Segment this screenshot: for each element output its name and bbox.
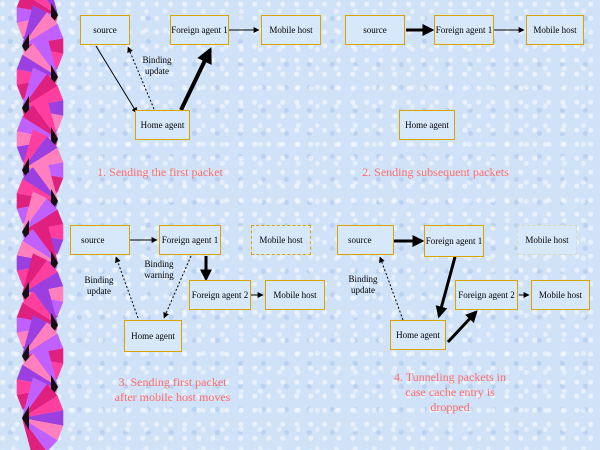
decorative-fan-border [16,0,64,450]
s1-home-agent-box: Home agent [135,110,190,140]
fan-blade [16,240,58,263]
s4-foreign-agent-1-box: Foreign agent 1 [424,225,484,257]
s3-foreign-agent-1-box: Foreign agent 1 [159,225,221,255]
fan-blade [22,410,64,426]
arrow-s1-home-to-fa1 [179,47,212,111]
s4-home-agent-box: Home agent [390,320,446,350]
fan-blade [16,54,58,77]
s1-foreign-agent-1-box: Foreign agent 1 [170,15,229,45]
s2-source-box: source [345,15,405,45]
s4-foreign-agent-2-box: Foreign agent 2 [455,280,518,310]
fan-blade [22,136,58,170]
s3-source-label: source [81,235,105,245]
fan-blade [22,353,58,387]
fan-blade [22,291,58,325]
s3-foreign-agent-2-box: Foreign agent 2 [189,280,251,310]
s1-caption: 1. Sending the first packet [97,165,223,179]
s3-mobile-host-old-box: Mobile host [251,225,311,255]
arrow-s1-binding-update [127,46,155,110]
s1-home-agent-label: Home agent [140,120,185,130]
s2-caption: 2. Sending subsequent packets [362,165,509,179]
s3-mobile-host-label: Mobile host [273,290,317,300]
s3-source-box: source [70,225,130,255]
s3-mobile-host-box: Mobile host [265,280,325,310]
s4-binding-update-label: Binding update [348,274,378,295]
s1-mobile-host-box: Mobile host [261,15,321,45]
fan-blade [22,105,58,139]
fan-blade [22,260,58,294]
fan-blade [22,384,58,418]
s4-mobile-host-old-box: Mobile host [517,225,577,255]
s2-foreign-agent-1-box: Foreign agent 1 [434,15,494,45]
fan-blade [16,364,58,387]
arrow-s4-fa1-to-home [435,256,457,319]
fan-blade [16,302,58,325]
fan-blade [16,0,58,15]
s1-source-box: source [80,15,130,45]
fan-blade [22,167,58,201]
arrow-s3-binding-update [115,256,139,319]
fan-blade [22,43,58,77]
s4-foreign-agent-2-label: Foreign agent 2 [458,290,515,300]
s4-mobile-host-label: Mobile host [538,290,583,300]
s1-mobile-host-label: Mobile host [269,25,313,35]
s3-binding-update-label: Binding update [84,275,114,296]
fan-blade [22,74,58,108]
fan-blade [22,271,64,294]
s2-source-label: source [363,25,387,35]
fan-blade [22,85,64,108]
fan-blade [22,12,58,46]
fan-hub [22,405,29,431]
arrow-s4-home-to-fa2 [446,310,478,344]
s4-mobile-host-box: Mobile host [531,280,590,310]
fan-blade [22,229,58,263]
s3-binding-warning-label: Binding warning [144,259,174,280]
fan-blade [22,322,58,356]
arrow-s4-binding-update [379,256,404,321]
s2-mobile-host-label: Mobile host [533,25,577,35]
s2-foreign-agent-1-label: Foreign agent 1 [435,25,493,35]
fan-blade [22,198,58,232]
s3-caption: 3. Sending first packet after mobile hos… [114,375,231,404]
fan-blade [22,209,64,232]
s2-mobile-host-box: Mobile host [526,15,584,45]
arrow-s1-source-to-home [95,45,138,114]
fan-blade [22,418,64,441]
s4-source-label: source [348,235,372,245]
s3-home-agent-label: Home agent [131,331,175,341]
s4-source-box: source [337,225,394,255]
s1-source-label: source [93,25,117,35]
s1-foreign-agent-1-label: Foreign agent 1 [171,25,228,35]
s4-caption: 4. Tunneling packets in case cache entry… [393,370,506,414]
s3-home-agent-box: Home agent [124,320,182,352]
fan-blade [16,116,58,139]
arrow-s3-binding-warning [163,255,192,319]
fan-segment [22,377,64,450]
fan-blade [22,23,64,46]
s2-home-agent-label: Home agent [405,120,449,130]
fan-blade [16,178,58,201]
s1-binding-update-label: Binding update [142,55,172,76]
s4-home-agent-label: Home agent [396,330,440,340]
fan-blade [22,147,64,170]
s4-mobile-host-old-label: Mobile host [525,235,569,245]
s3-foreign-agent-1-label: Foreign agent 1 [161,235,219,245]
s4-foreign-agent-1-label: Foreign agent 1 [425,236,483,246]
s2-home-agent-box: Home agent [399,110,455,140]
s3-mobile-host-old-label: Mobile host [259,235,303,245]
fan-blade [22,395,64,418]
fan-blade [22,418,58,450]
fan-blade [22,333,64,356]
s3-foreign-agent-2-label: Foreign agent 2 [191,290,249,300]
